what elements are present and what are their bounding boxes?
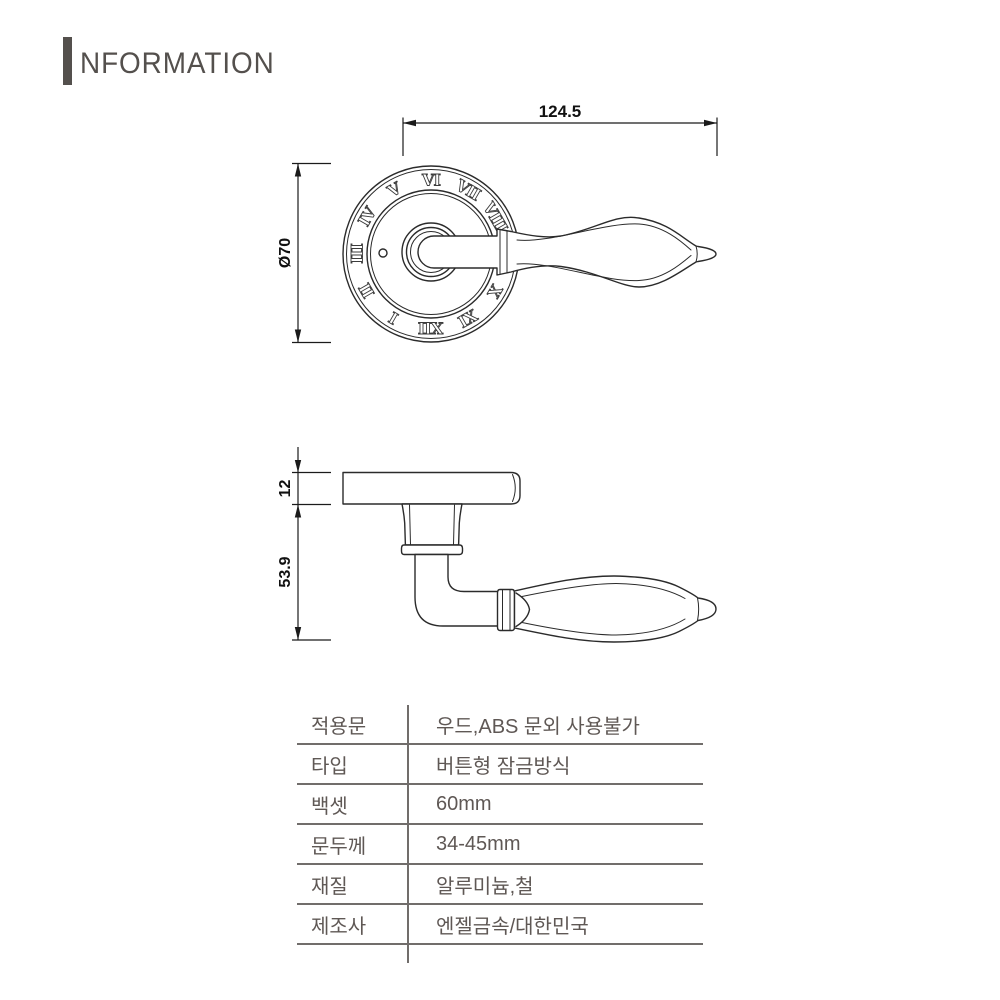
spec-value: 우드,ABS 문외 사용불가 (436, 715, 640, 738)
side-plate (342, 471, 521, 505)
side-neck-line-right (453, 504, 455, 545)
spec-label: 적용문 (311, 715, 367, 738)
side-grip-contour-bottom (521, 618, 686, 636)
dim-height-arrow-top (294, 504, 302, 518)
lever-front (417, 216, 717, 288)
side-neck-line-left (409, 504, 411, 545)
dim-length-arrow-right (704, 119, 717, 127)
spec-label: 문두께 (311, 835, 367, 858)
spec-value: 엔젤금속/대한민국 (436, 915, 589, 938)
side-lever-collar (496, 588, 516, 632)
rosette-numeral-III: III (348, 244, 367, 264)
spec-row: 문두께 34-45mm (297, 825, 703, 865)
spec-label: 제조사 (311, 915, 367, 938)
spec-label: 타입 (311, 755, 348, 778)
dim-thickness-arrow (294, 460, 302, 473)
dim-diameter-arrow-top (294, 163, 302, 177)
spec-row: 적용문 우드,ABS 문외 사용불가 (297, 705, 703, 745)
side-view (342, 471, 717, 643)
lever-front-contour-bottom (516, 255, 692, 282)
side-grip-contour-top (521, 582, 686, 599)
spec-table-column-divider (407, 705, 409, 963)
dim-thickness-label: 12 (277, 480, 294, 498)
spec-value: 34-45mm (436, 832, 521, 855)
dim-diameter-label: Ø70 (277, 238, 294, 268)
spec-row: 백셋 60mm (297, 785, 703, 825)
rosette-numeral-VI: VI (421, 171, 440, 190)
rosette-numeral-ring: VIVIIVIIIIXXXIXIIIIIIIIIVV (347, 170, 515, 338)
dim-length-label: 124.5 (539, 102, 582, 121)
spec-row: 타입 버튼형 잠금방식 (297, 745, 703, 785)
rosette-numeral-I: I (386, 308, 402, 328)
side-grip-tip-seam (697, 597, 700, 621)
spec-table: 적용문 우드,ABS 문외 사용불가 타입 버튼형 잠금방식 백셋 60mm 문… (297, 705, 703, 945)
title-initial-bar (63, 37, 72, 85)
dim-height-arrow-bottom (294, 627, 302, 640)
dim-height-label: 53.9 (277, 556, 294, 587)
spec-label: 재질 (311, 875, 348, 898)
rosette-numeral-IV: IV (354, 203, 380, 229)
spec-value: 버튼형 잠금방식 (436, 755, 571, 778)
lever-front-contour-top (516, 223, 692, 251)
lever-front-tip-seam (695, 245, 698, 263)
screw-hole (378, 248, 388, 258)
side-grip-heart-detail (515, 592, 531, 628)
spec-row: 재질 알루미늄,철 (297, 865, 703, 905)
dim-length-arrow-left (403, 119, 416, 127)
spec-value: 60mm (436, 792, 492, 815)
dim-diameter-arrow-bottom (294, 329, 302, 343)
side-neck (401, 503, 463, 546)
rosette-numeral-XII: XII (418, 319, 443, 338)
spec-row: 제조사 엔젤금속/대한민국 (297, 905, 703, 945)
side-plate-edge-line (512, 474, 516, 502)
front-view: VIVIIVIIIIXXXIXIIIIIIIIIVV (342, 165, 717, 343)
side-grip (513, 575, 717, 643)
side-neck-collar (400, 544, 464, 556)
spec-label: 백셋 (311, 795, 348, 818)
spec-value: 알루미늄,철 (436, 875, 534, 898)
rosette-numeral-XI: XI (455, 305, 480, 331)
dimensions: 124.5 Ø70 12 53.9 (277, 102, 718, 641)
page-title: NFORMATION (80, 47, 275, 80)
side-lever-elbow (414, 553, 499, 627)
